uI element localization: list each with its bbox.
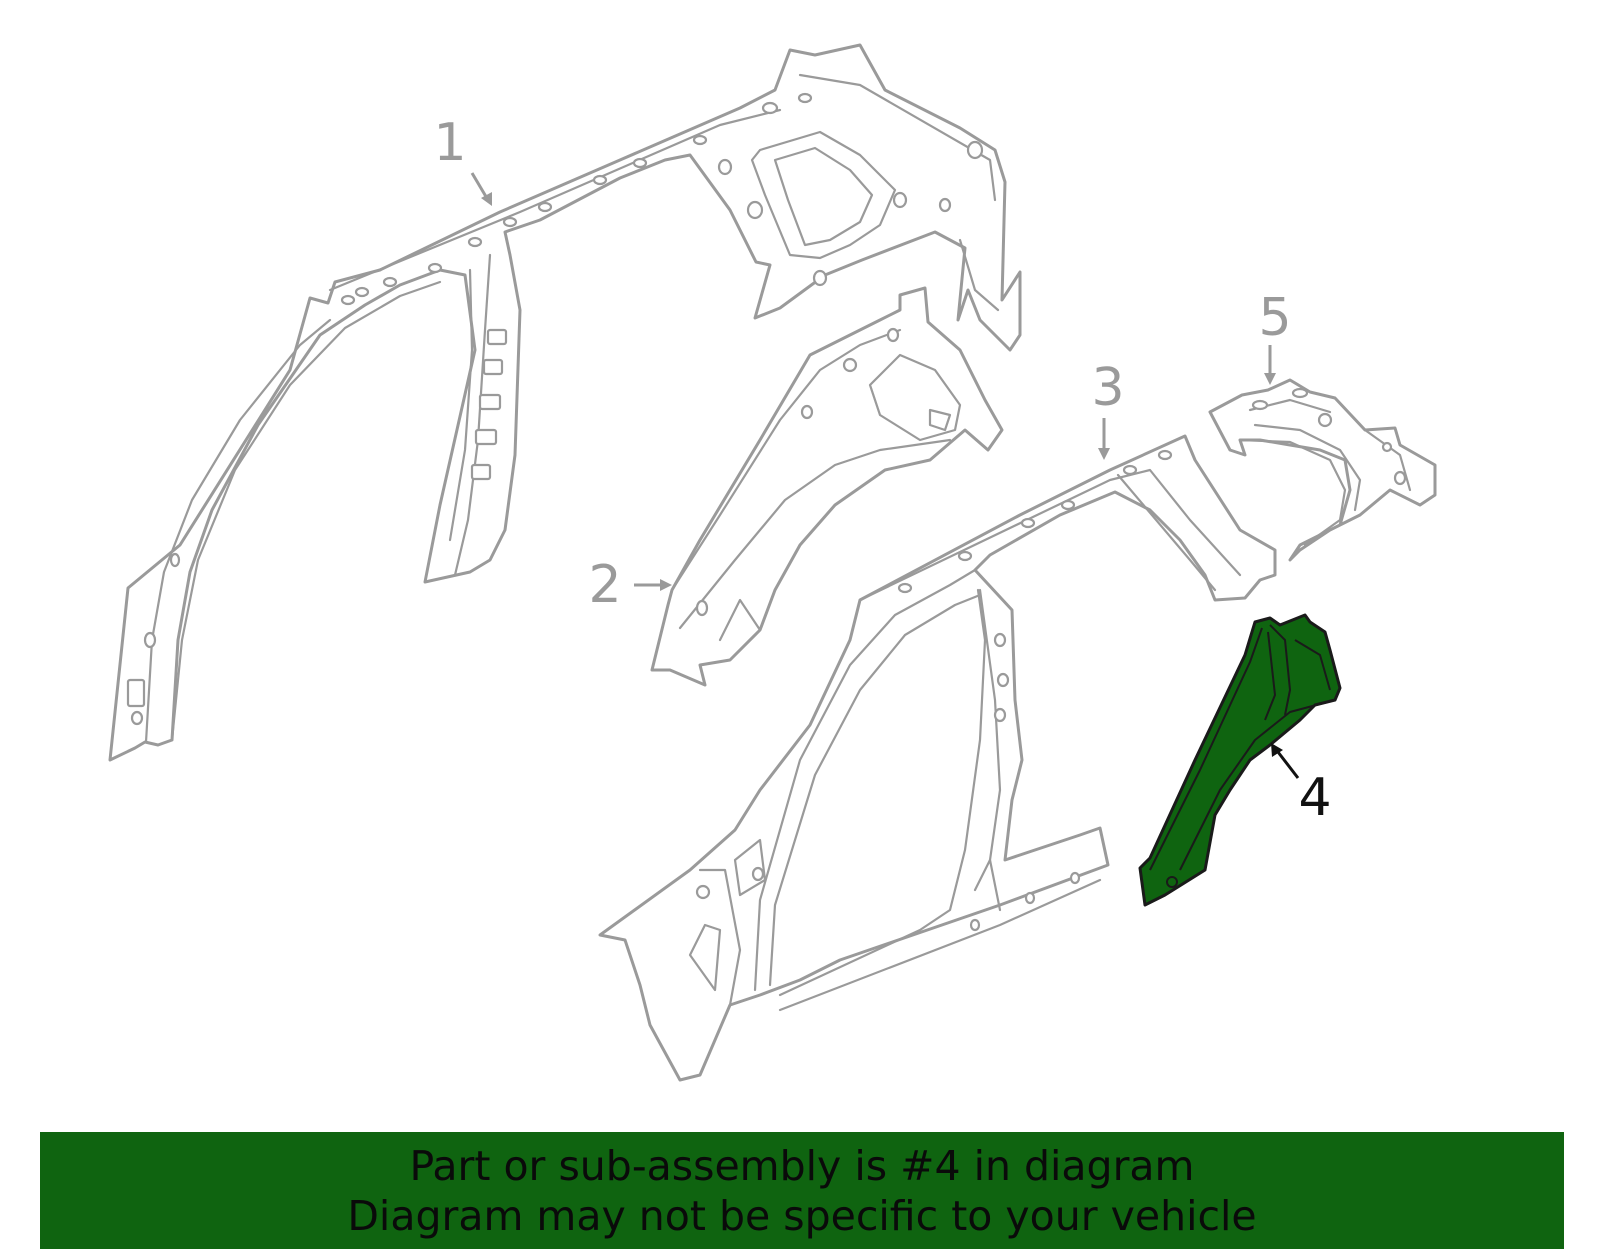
- info-banner: Part or sub-assembly is #4 in diagram Di…: [40, 1132, 1564, 1249]
- banner-line-part: Part or sub-assembly is #4 in diagram: [409, 1141, 1195, 1190]
- callout-5: 5: [1258, 288, 1292, 385]
- callout-1-label: 1: [433, 113, 466, 173]
- banner-line-disclaimer: Diagram may not be specific to your vehi…: [347, 1191, 1257, 1240]
- part-5-reinforcement[interactable]: [1208, 378, 1437, 562]
- callout-3: 3: [1091, 358, 1125, 460]
- part-2-inner-panel[interactable]: [650, 286, 1004, 687]
- callout-2: 2: [588, 555, 672, 615]
- part-4-pillar-reinforcement[interactable]: [1138, 613, 1342, 907]
- part-1-roof-rail[interactable]: [108, 43, 1022, 762]
- callout-4: 4: [1271, 743, 1332, 828]
- callout-1: 1: [433, 113, 492, 206]
- callout-4-label: 4: [1298, 768, 1331, 828]
- part-3-body-side[interactable]: [598, 434, 1277, 1082]
- callout-2-label: 2: [588, 555, 621, 615]
- callout-5-label: 5: [1258, 288, 1291, 348]
- callout-3-label: 3: [1091, 358, 1124, 418]
